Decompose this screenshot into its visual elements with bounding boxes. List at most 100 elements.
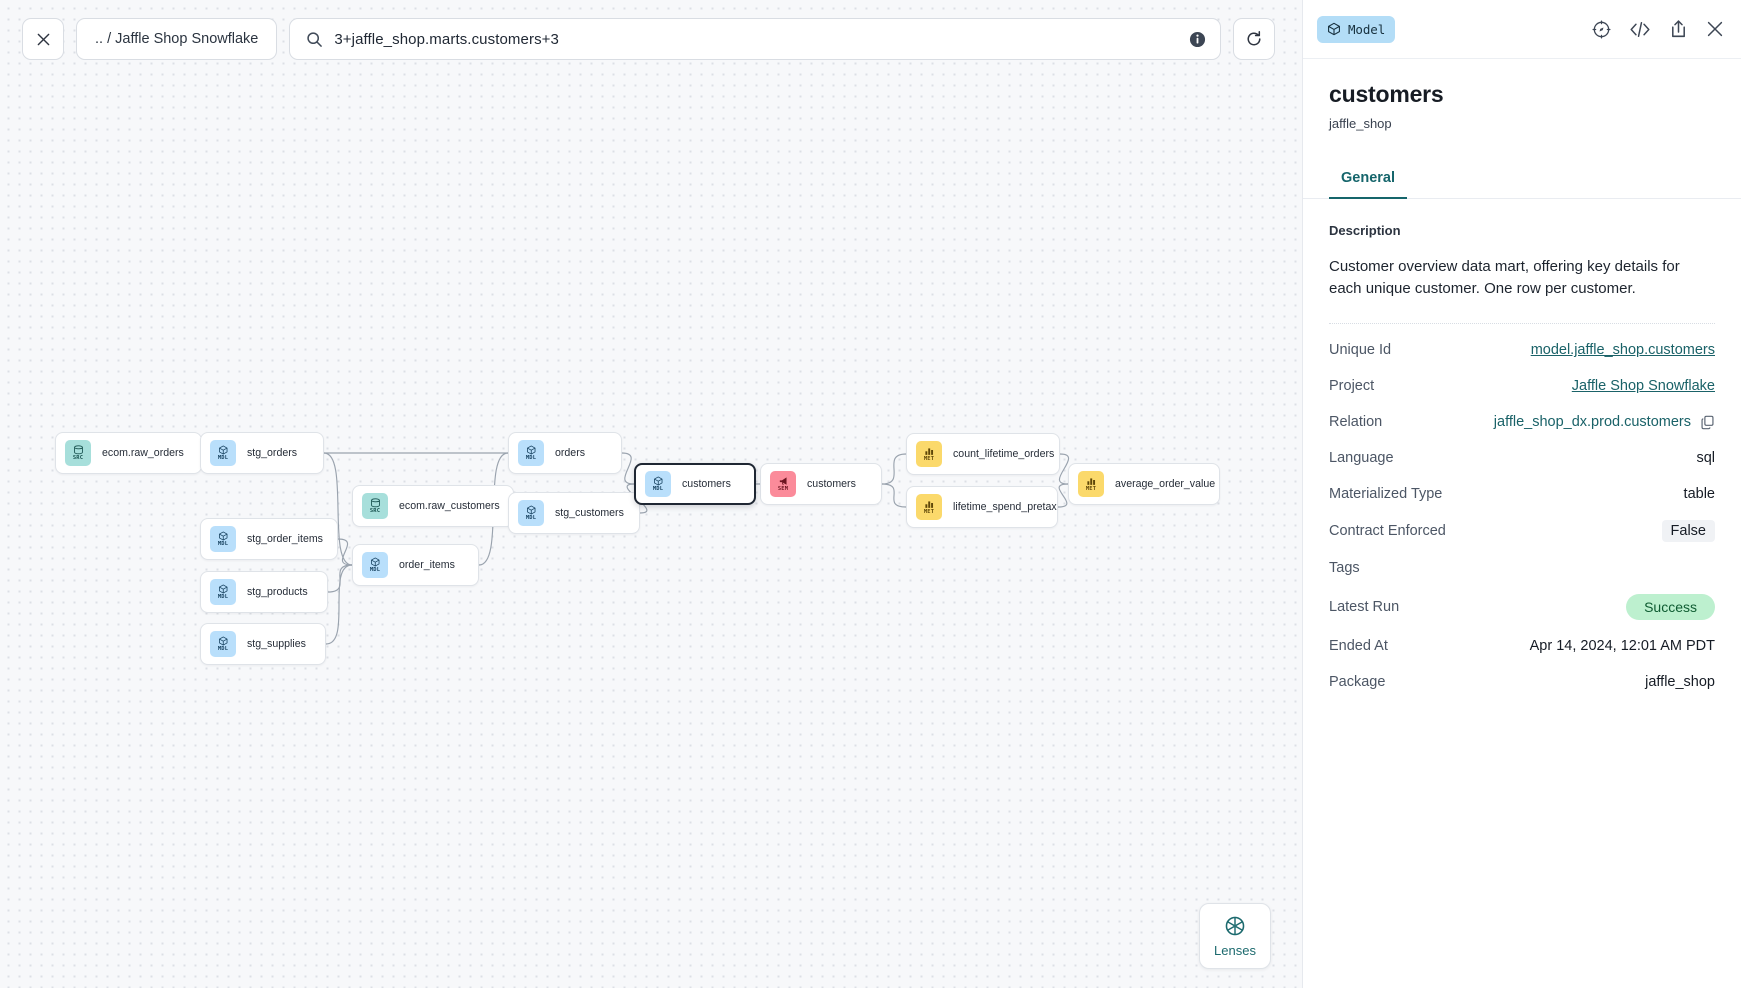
status-badge: Success [1626, 594, 1715, 621]
aperture-icon [1225, 916, 1245, 935]
lineage-node-customers_mdl[interactable]: MDL customers [634, 463, 756, 505]
resource-type-chip[interactable]: Model [1317, 15, 1396, 43]
property-key: Language [1329, 450, 1394, 467]
property-value: Apr 14, 2024, 12:01 AM PDT [1529, 638, 1715, 655]
property-key: Tags [1329, 560, 1360, 577]
close-canvas-button[interactable] [22, 18, 64, 60]
node-type-badge-met: MET [916, 441, 942, 467]
tab-general[interactable]: General [1329, 162, 1407, 199]
panel-body: Description Customer overview data mart,… [1303, 199, 1741, 988]
node-label: orders [555, 447, 586, 459]
node-type-badge-mdl: MDL [645, 471, 671, 497]
lineage-node-ecom_raw_customers[interactable]: SRC ecom.raw_customers [352, 485, 514, 527]
property-row-tags: Tags [1329, 550, 1715, 586]
property-key: Package [1329, 674, 1386, 691]
property-key: Materialized Type [1329, 486, 1443, 503]
property-value: False [1661, 520, 1715, 543]
page-subtitle: jaffle_shop [1329, 116, 1392, 131]
divider [1329, 323, 1715, 325]
node-type-badge-sem: SEM [770, 471, 796, 497]
share-icon[interactable] [1669, 19, 1688, 39]
property-row-ended-at: Ended At Apr 14, 2024, 12:01 AM PDT [1329, 628, 1715, 664]
lineage-node-lifetime_spend_pretax[interactable]: MET lifetime_spend_pretax [906, 486, 1058, 528]
node-type-badge-src: SRC [362, 493, 388, 519]
property-key: Relation [1329, 414, 1383, 431]
node-label: average_order_value [1115, 478, 1216, 490]
property-value: table [1683, 486, 1715, 503]
property-key: Ended At [1329, 638, 1388, 655]
lineage-node-stg_customers[interactable]: MDL stg_customers [508, 492, 640, 534]
lenses-label: Lenses [1214, 942, 1256, 958]
property-value[interactable]: model.jaffle_shop.customers [1530, 342, 1715, 359]
close-icon[interactable] [1706, 20, 1724, 38]
details-panel: Model [1302, 0, 1741, 988]
resource-type-label: Model [1348, 21, 1386, 37]
node-type-badge-src: SRC [65, 440, 91, 466]
lineage-node-stg_supplies[interactable]: MDL stg_supplies [200, 623, 326, 665]
property-value: sql [1696, 450, 1715, 467]
node-label: stg_customers [555, 507, 624, 519]
node-type-badge-mdl: MDL [210, 579, 236, 605]
property-value[interactable]: jaffle_shop_dx.prod.customers [1494, 414, 1715, 430]
node-label: lifetime_spend_pretax [953, 501, 1057, 513]
node-label: customers [682, 478, 731, 490]
panel-header: customers jaffle_shop [1303, 59, 1741, 131]
lineage-search[interactable]: 3+jaffle_shop.marts.customers+3 [289, 18, 1222, 60]
property-row-materialized-type: Materialized Type table [1329, 476, 1715, 512]
node-type-badge-met: MET [1078, 471, 1104, 497]
lineage-node-average_order_value[interactable]: MET average_order_value [1068, 463, 1220, 505]
node-label: stg_order_items [247, 533, 323, 545]
focus-icon[interactable] [1592, 19, 1611, 39]
close-icon [37, 33, 49, 45]
node-type-badge-mdl: MDL [210, 631, 236, 657]
lineage-node-orders[interactable]: MDL orders [508, 432, 622, 474]
breadcrumb[interactable]: .. / Jaffle Shop Snowflake [76, 18, 278, 60]
panel-actions [1592, 19, 1724, 39]
lineage-node-stg_orders[interactable]: MDL stg_orders [200, 432, 324, 474]
property-value: Success [1626, 594, 1715, 621]
node-label: stg_supplies [247, 638, 306, 650]
info-icon[interactable] [1189, 31, 1206, 48]
node-type-badge-mdl: MDL [518, 440, 544, 466]
lineage-node-stg_products[interactable]: MDL stg_products [200, 571, 328, 613]
refresh-button[interactable] [1233, 18, 1276, 60]
node-label: stg_products [247, 586, 308, 598]
panel-tabs: General [1303, 162, 1741, 199]
node-label: ecom.raw_customers [399, 500, 500, 512]
node-label: count_lifetime_orders [953, 448, 1055, 460]
code-icon[interactable] [1629, 20, 1651, 39]
node-type-badge-met: MET [916, 494, 942, 520]
lenses-button[interactable]: Lenses [1199, 903, 1271, 969]
property-row-relation: Relation jaffle_shop_dx.prod.customers [1329, 404, 1715, 440]
property-row-unique-id: Unique Id model.jaffle_shop.customers [1329, 332, 1715, 368]
property-link[interactable]: jaffle_shop_dx.prod.customers [1493, 414, 1691, 431]
property-value[interactable]: Jaffle Shop Snowflake [1571, 378, 1715, 395]
copy-icon[interactable] [1700, 415, 1715, 430]
search-input[interactable]: 3+jaffle_shop.marts.customers+3 [334, 30, 559, 48]
property-key: Unique Id [1329, 342, 1392, 359]
refresh-icon [1247, 30, 1261, 46]
node-type-badge-mdl: MDL [362, 552, 388, 578]
lineage-node-ecom_raw_orders[interactable]: SRC ecom.raw_orders [55, 432, 202, 474]
page-title: customers [1329, 81, 1444, 107]
node-type-badge-mdl: MDL [518, 500, 544, 526]
node-label: ecom.raw_orders [102, 447, 184, 459]
property-row-package: Package jaffle_shop [1329, 664, 1715, 700]
property-value: jaffle_shop [1645, 674, 1715, 691]
property-row-latest-run: Latest Run Success [1329, 586, 1715, 628]
panel-topbar: Model [1303, 0, 1741, 59]
value-chip: False [1661, 520, 1715, 543]
node-type-badge-mdl: MDL [210, 440, 236, 466]
canvas-toolbar: .. / Jaffle Shop Snowflake 3+jaffle_shop… [22, 18, 1276, 60]
node-label: stg_orders [247, 447, 298, 459]
lineage-node-count_lifetime_orders[interactable]: MET count_lifetime_orders [906, 433, 1060, 475]
cube-icon [1328, 22, 1340, 36]
property-key: Latest Run [1329, 599, 1400, 616]
